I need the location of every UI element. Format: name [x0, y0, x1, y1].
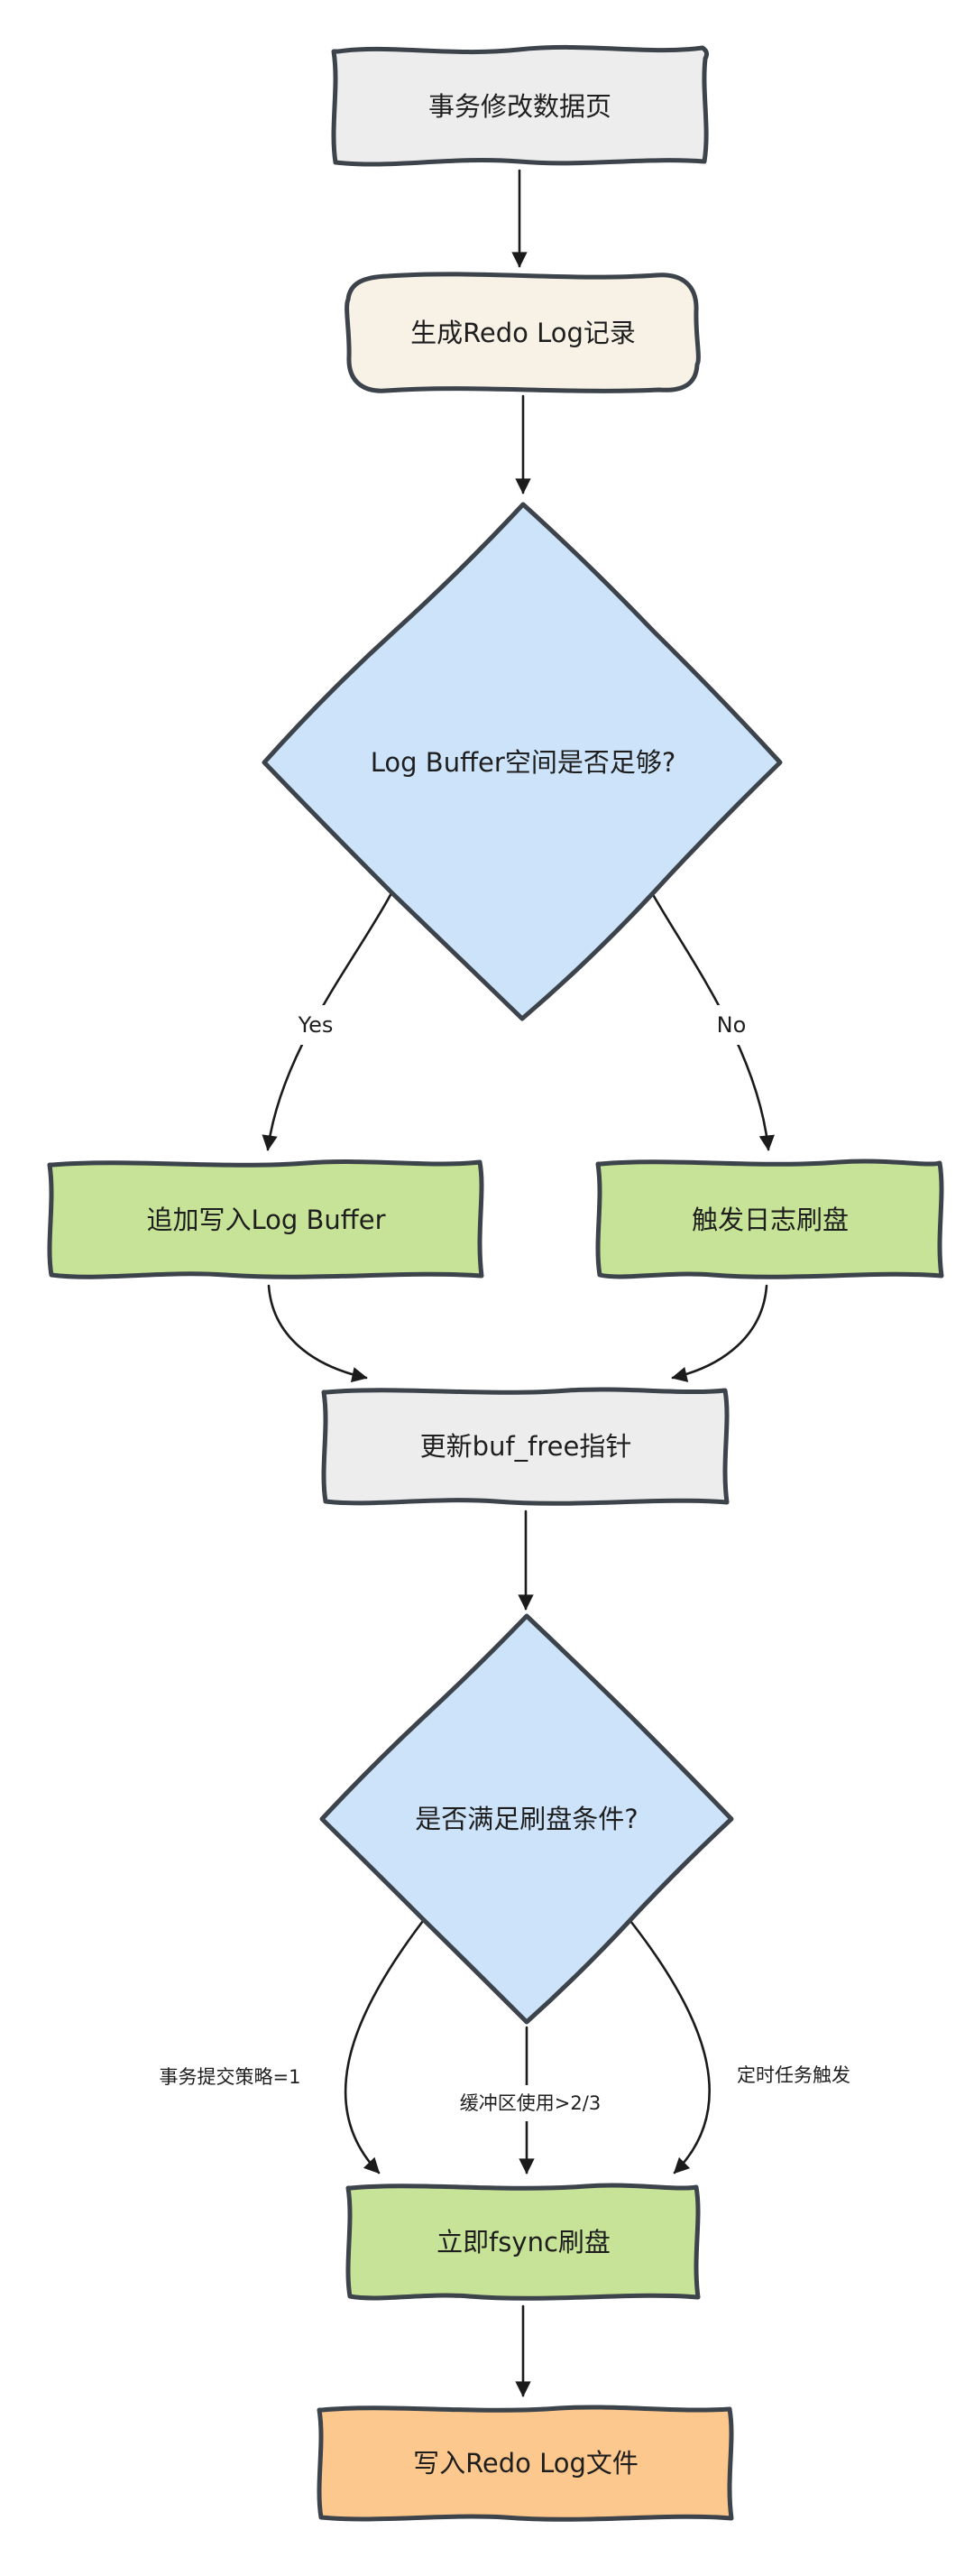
- node-shape-decision-buffer: [262, 502, 783, 1021]
- arrow-timer-branch: [629, 1919, 711, 2174]
- edge-label-no: No: [696, 1005, 767, 1045]
- node-label-decision-buffer: Log Buffer空间是否足够?: [370, 746, 676, 778]
- node-shape-fsync-now: [345, 2183, 701, 2301]
- node-shape-modify-page: [331, 44, 710, 167]
- node-shape-update-buf-free: [321, 1387, 730, 1506]
- arrow-append-to-update: [267, 1284, 368, 1383]
- edge-label-timer: 定时任务触发: [712, 2057, 876, 2093]
- node-shape-trigger-flush: [595, 1159, 944, 1279]
- node-shape-write-file: [317, 2405, 734, 2522]
- node-label-gen-redo: 生成Redo Log记录: [410, 317, 636, 348]
- node-shape-append-buffer: [47, 1159, 484, 1279]
- node-label-write-file: 写入Redo Log文件: [413, 2448, 639, 2479]
- arrow-commit-policy-branch: [344, 1919, 425, 2174]
- node-label-trigger-flush: 触发日志刷盘: [691, 1205, 849, 1236]
- node-label-fsync-now: 立即fsync刷盘: [436, 2226, 611, 2257]
- edge-label-buffer-usage: 缓冲区使用>2/3: [428, 2085, 632, 2121]
- node-shape-gen-redo: [345, 272, 701, 393]
- node-label-decision-flush: 是否满足刷盘条件?: [415, 1803, 639, 1834]
- node-label-update-buf-free: 更新buf_free指针: [419, 1431, 632, 1463]
- node-shape-decision-flush: [319, 1613, 734, 2025]
- arrow-trigger-to-update: [671, 1284, 768, 1382]
- node-label-append-buffer: 追加写入Log Buffer: [146, 1205, 386, 1236]
- edge-label-commit-policy: 事务提交策略=1: [133, 2059, 327, 2095]
- node-label-modify-page: 事务修改数据页: [427, 91, 611, 123]
- edge-label-yes: Yes: [276, 1005, 355, 1045]
